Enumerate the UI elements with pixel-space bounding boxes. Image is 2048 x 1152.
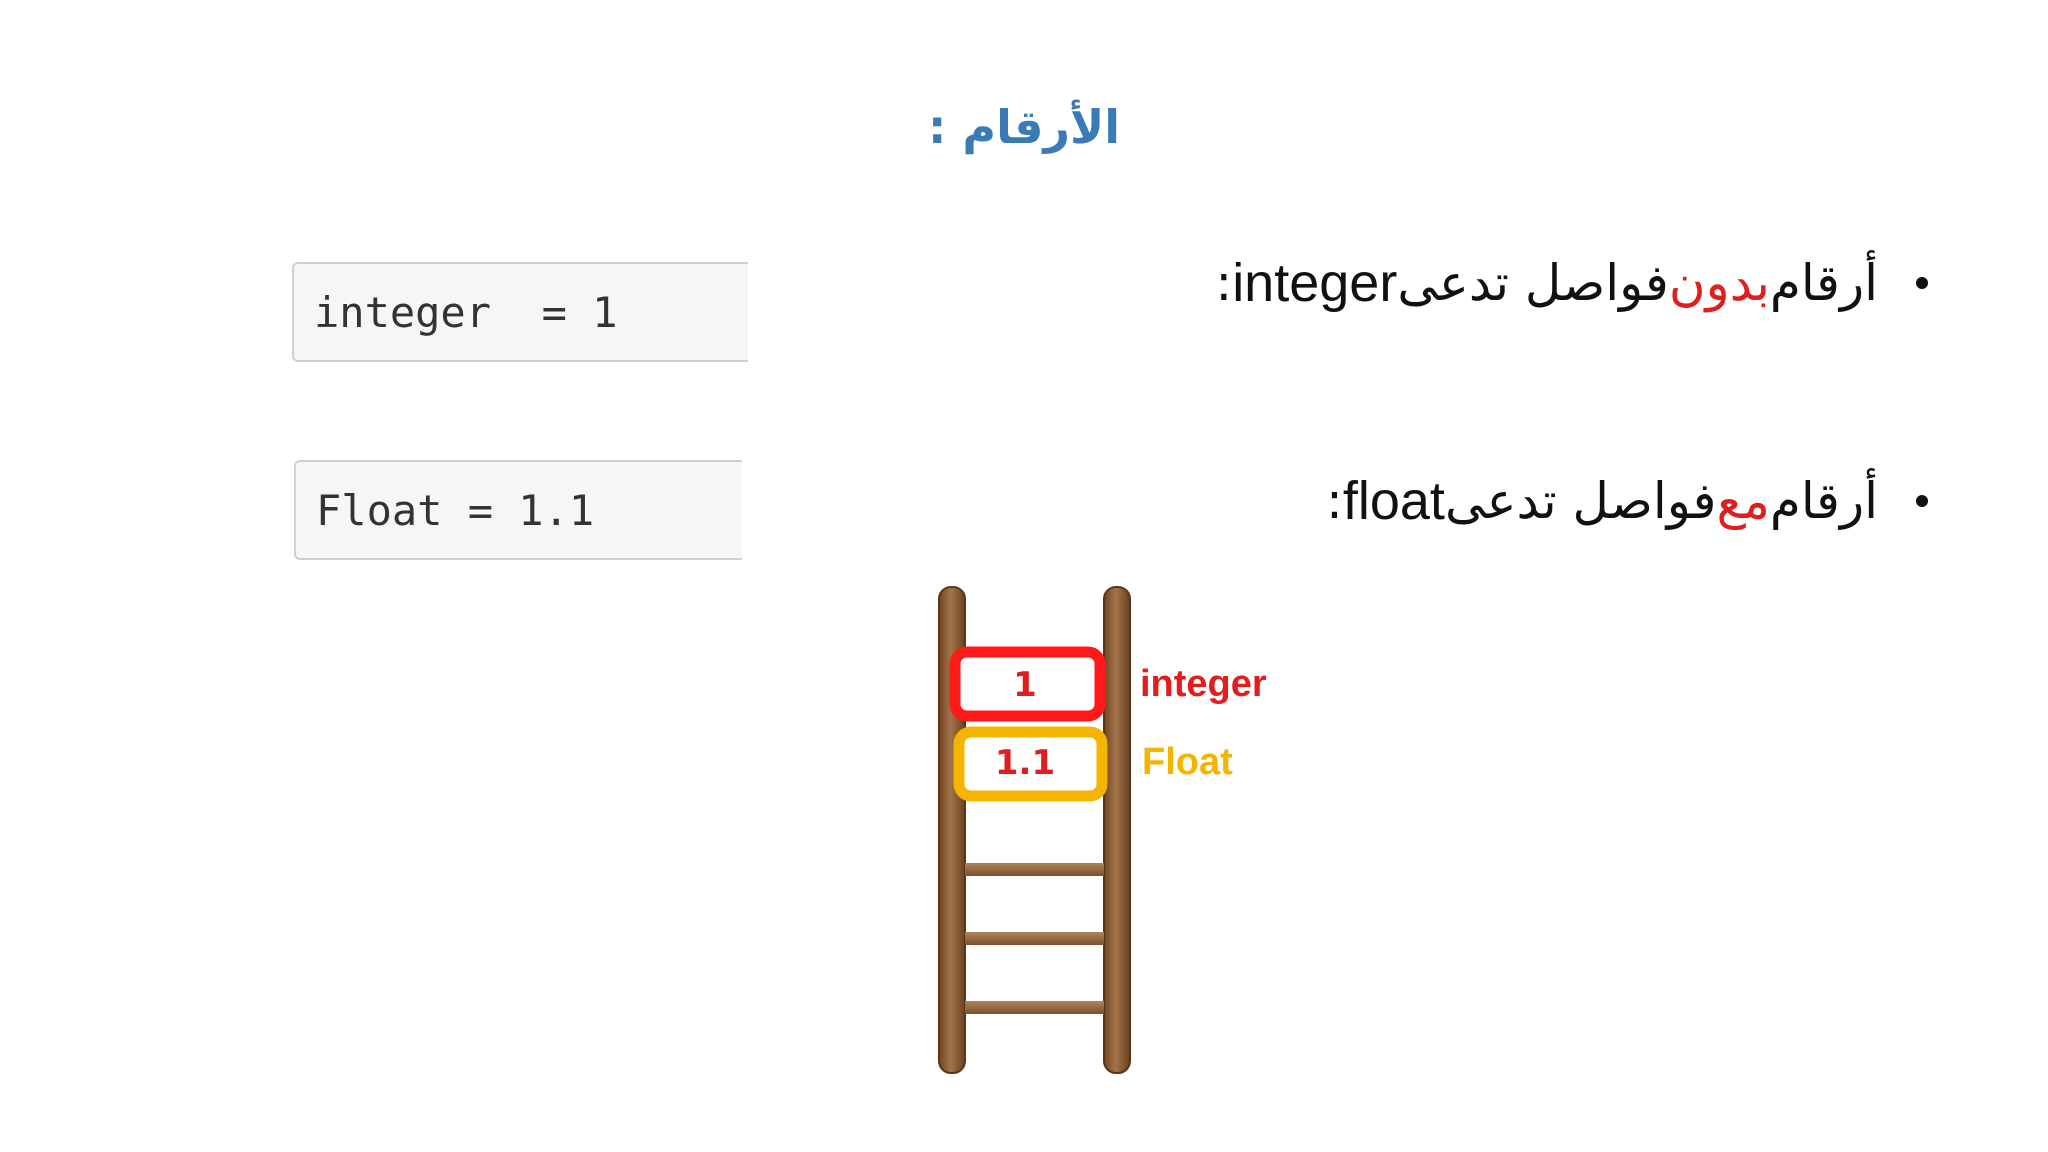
bullet-middle: فواصل تدعى bbox=[1444, 472, 1717, 530]
bullet-suffix: : bbox=[1326, 472, 1343, 530]
code-example-float: Float = 1.1 bbox=[294, 460, 742, 560]
float-value: 1.1 bbox=[994, 743, 1056, 783]
bullet-highlight: مع bbox=[1716, 472, 1770, 530]
bullet-suffix: : bbox=[1215, 254, 1233, 312]
integer-label: integer bbox=[1140, 663, 1267, 705]
ladder-icon bbox=[938, 586, 1131, 1074]
bullet-term: integer bbox=[1232, 253, 1398, 313]
bullet-integer: أرقام بدون فواصل تدعى integer : bbox=[1215, 252, 1928, 314]
bullet-prefix: أرقام bbox=[1769, 254, 1878, 312]
bullet-dot-icon bbox=[1916, 495, 1928, 507]
bullet-middle: فواصل تدعى bbox=[1397, 254, 1669, 312]
bullet-term: float bbox=[1342, 471, 1445, 531]
code-example-integer: integer = 1 bbox=[292, 262, 748, 362]
bullet-float: أرقام مع فواصل تدعى float : bbox=[1326, 470, 1928, 532]
bullet-dot-icon bbox=[1916, 277, 1928, 289]
bullet-highlight: بدون bbox=[1668, 254, 1770, 312]
bullet-prefix: أرقام bbox=[1769, 472, 1878, 530]
integer-value: 1 bbox=[1013, 665, 1037, 705]
slide-title: الأرقام : bbox=[927, 100, 1121, 154]
float-label: Float bbox=[1142, 741, 1233, 783]
ladder-illustration: 1 1.1 integer Float bbox=[930, 585, 1270, 1075]
